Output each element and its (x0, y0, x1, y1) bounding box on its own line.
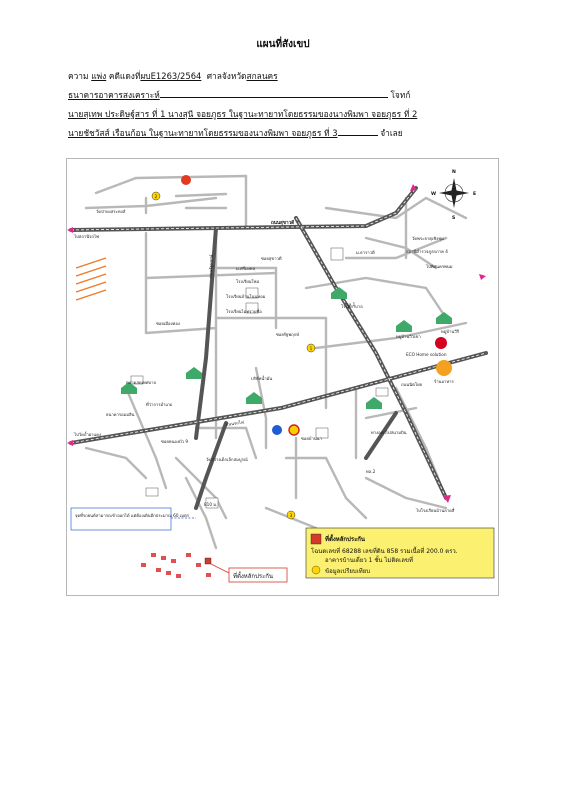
collateral-label: ที่ตั้งหลักประกัน (233, 570, 273, 580)
compass-rose-icon: N S W E (431, 169, 476, 221)
sketch-map: 2 1 3 N S W E ถนนสุขาวดี ถนนรถไฟ ถนนรัฐพ… (66, 158, 499, 596)
plaintiff-underline (159, 89, 388, 98)
court-label: ศาลจังหวัด (206, 71, 247, 81)
case-line: ความ แพ่ง คดีแดงที่ผบE1263/2564 ศาลจังหว… (68, 69, 278, 83)
defendant-2-name: นายชัชวัสส์ เรือนก้อน ในฐานะทายาทโดยธรรม… (68, 128, 338, 138)
label-sukhawadee-road: ถนนสุขาวดี (271, 219, 294, 226)
legend-compare-swatch (311, 565, 321, 575)
label-soi-sukhawadee: ซอยสุขาวดี (261, 256, 282, 262)
defendant-line-2: นายชัชวัสส์ เรือนก้อน ในฐานะทายาทโดยธรรม… (68, 126, 403, 140)
label-temple: วัดพระธาตุเชิงชุม (412, 236, 444, 242)
label-gas: บริษัทน้ำมัน (251, 375, 272, 381)
house-icons (121, 287, 452, 409)
map-markers: 2 1 3 (151, 191, 316, 520)
plaintiff-role: โจทก์ (390, 90, 411, 100)
label-gov: ที่ว่าการอำเภอ (146, 401, 173, 407)
label-school3: โรงเรียนใหม่ (236, 278, 259, 284)
label-phoko-road: ถนนนิตโยย (401, 382, 423, 387)
label-mhomad: ม.ศรีมงคล (236, 266, 256, 271)
label-hospital: โรงพยาบาล (341, 304, 363, 309)
case-type: แพ่ง (91, 71, 107, 81)
legend-line2: อาคารบ้านเดี่ยว 1 ชั้น ไม่ติดเลขที่ (325, 554, 413, 564)
case-number-label: คดีแดงที่ (108, 71, 141, 81)
case-number: ผบE1263/2564 (140, 71, 202, 81)
label-kindergarten: วัดสว่างเด็กเล็กสมบูรณ์ (206, 456, 248, 463)
legend-collateral-swatch (310, 533, 322, 545)
marker-2-label: 2 (155, 194, 158, 199)
compass-w: W (431, 191, 436, 197)
compass-n: N (452, 169, 456, 175)
marker-1-label: 1 (310, 346, 313, 351)
legend-box (305, 527, 495, 579)
legend-line1: โฉนดเลขที่ 68288 เลขที่ดิน 858 รวมเนื้อท… (311, 545, 458, 555)
minor-roads (84, 174, 468, 550)
marker-2 (151, 191, 161, 201)
marker-3 (286, 510, 296, 520)
court-name: สกลนคร (246, 71, 278, 81)
label-station-exit: ทางออกไปสนามบิน (371, 429, 407, 435)
road-south (194, 421, 228, 510)
label-km2: ทล.2 (366, 469, 376, 474)
access-note: จุดที่รถยนต์สามารถเข้าออกได้ แต่ต้องเดิน… (70, 507, 196, 531)
defendant-underline (337, 127, 378, 136)
plaintiff-name: ธนาคารอาคารสงเคราะห์ (68, 90, 160, 100)
label-ratchapruek-road: ถนนรัฐพฤกษ์ (208, 254, 214, 278)
shop-logos (181, 175, 452, 436)
compass-e: E (473, 191, 476, 197)
label-toward-station: ไปสถานีรถไฟ (73, 233, 99, 239)
road-end-markers (67, 184, 486, 503)
defendant-role: จำเลย (380, 128, 403, 138)
page-title: แผนที่สังเขป (256, 39, 310, 50)
label-police: สถานีตำรวจภูธรภาค 4 (406, 249, 448, 255)
label-soi-ratchapruek: ซอยรัฐพฤกษ์ (276, 332, 299, 337)
collateral-marker: ที่ตั้งหลักประกัน (204, 557, 288, 583)
access-note-text: จุดที่รถยนต์สามารถเข้าออกได้ แต่ต้องเดิน… (75, 512, 190, 519)
road-branch (364, 411, 398, 460)
case-prefix: ความ (68, 71, 89, 81)
compass-s: S (452, 215, 455, 221)
label-soi9: ซอยหนองบัว 9 (161, 439, 188, 444)
label-soi-mueang: ซอยเมืองทอง (156, 321, 180, 326)
label-toward-school: ไปโรงเรียนบ้านลาดสี่ (415, 507, 455, 513)
label-shop: ร้านอาหาร (434, 379, 454, 384)
label-distance: 810 ม. (204, 502, 217, 507)
marker-1 (306, 343, 316, 353)
label-village2: หมู่บ้านวีรี (441, 329, 460, 335)
legend-title: ที่ตั้งหลักประกัน (325, 533, 366, 543)
nearby-houses (141, 553, 211, 578)
buildings (130, 247, 389, 509)
marker-3-label: 3 (290, 513, 293, 518)
label-railway-road: ถนนรถไฟ (225, 419, 244, 427)
label-soi-small: ซอยบ้านนา (301, 436, 322, 441)
road-ratchapruek (194, 226, 218, 440)
label-toward-city: ไปทิศนครพนม (425, 263, 453, 269)
plaintiff-line: ธนาคารอาคารสงเคราะห์ โจทก์ (68, 88, 410, 102)
label-km1: ทล.1 (346, 302, 356, 307)
label-toward-hill: ไปวัดถ้ำผาแดง (73, 431, 101, 437)
label-house-a: ม.ธาราวดี (356, 250, 375, 255)
legend-compare: ข้อมูลเปรียบเทียบ (325, 567, 370, 575)
label-market: ตลาดสดเทศบาล (126, 380, 156, 385)
map-labels: ถนนสุขาวดี ถนนรถไฟ ถนนรัฐพฤกษ์ ถนนนิตโยย… (73, 209, 460, 513)
label-watpanom: วัดป่าดงสระหงส์ (96, 209, 126, 214)
label-school1: โรงเรียนบ้านโนนหอม (226, 294, 266, 299)
label-eco: ECO Home solution (406, 352, 447, 357)
defendant-line-1: นายสุเทพ ประดิษฐ์สาร ที่ 1 นางสุนี จอยภู… (68, 109, 418, 119)
legend: ที่ตั้งหลักประกัน โฉนดเลขที่ 68288 เลขที… (305, 527, 495, 579)
orange-dashes (75, 257, 107, 301)
label-school2: โรงเรียนไม่ทราบชื่อ (226, 308, 262, 314)
label-bank: ธนาคารออมสิน (106, 412, 135, 417)
label-village: หมู่บ้านวิวเขา (396, 334, 421, 340)
